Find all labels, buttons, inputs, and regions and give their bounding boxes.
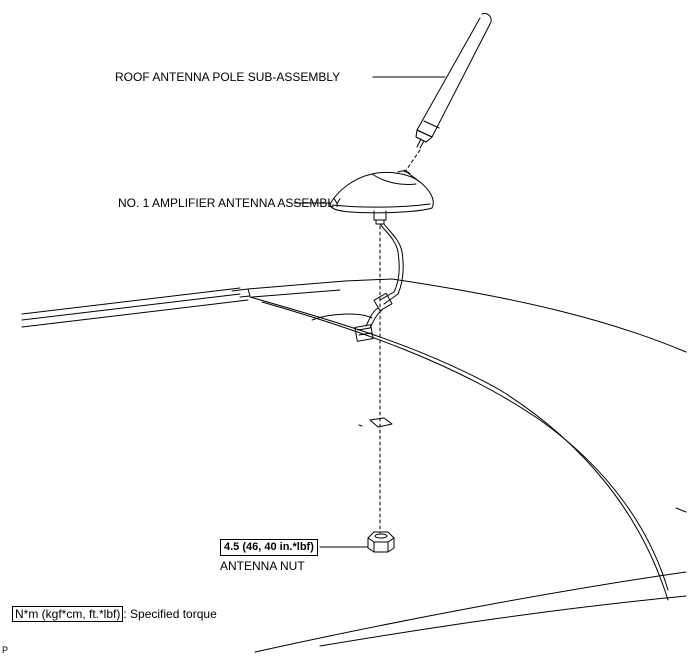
- label-amplifier-antenna: NO. 1 AMPLIFIER ANTENNA ASSEMBLY: [118, 196, 342, 210]
- amplifier-antenna: [329, 169, 434, 225]
- torque-value-box: 4.5 (46, 40 in.*lbf): [220, 539, 318, 556]
- antenna-pole: [415, 13, 492, 149]
- figure-code: P: [2, 645, 9, 655]
- legend-text: : Specified torque: [123, 607, 217, 621]
- alignment-lines: [379, 149, 421, 534]
- antenna-cable: [354, 223, 404, 342]
- leader-lines: [293, 76, 446, 548]
- torque-legend: N*m (kgf*cm, ft.*lbf): Specified torque: [12, 606, 217, 622]
- label-roof-antenna-pole: ROOF ANTENNA POLE SUB-ASSEMBLY: [115, 70, 341, 84]
- label-antenna-nut: ANTENNA NUT: [220, 559, 305, 573]
- vehicle-roof: [21, 278, 687, 653]
- legend-units-box: N*m (kgf*cm, ft.*lbf): [12, 606, 124, 622]
- antenna-nut: [367, 531, 395, 553]
